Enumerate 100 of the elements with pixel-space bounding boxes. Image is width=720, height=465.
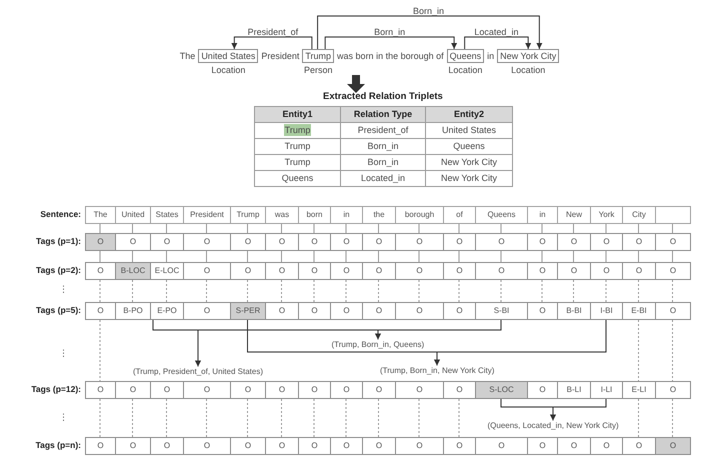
tag-cell: O	[557, 437, 591, 455]
tag-cell: O	[330, 262, 363, 280]
tag-cell: O	[183, 262, 231, 280]
relation-label: Born_in	[412, 6, 444, 16]
tag-cell: O	[557, 262, 591, 280]
entity-type-label: Location	[511, 65, 546, 76]
entity-type-label: Person	[304, 65, 332, 76]
connector-line	[672, 398, 673, 438]
connector-line	[638, 320, 639, 382]
connector-line	[247, 398, 248, 438]
arrow	[317, 16, 542, 50]
connector-line	[672, 224, 673, 234]
triplet-text: (Queens, Located_in, New York City)	[488, 420, 619, 430]
connector-line	[638, 398, 639, 438]
connector-line	[206, 250, 207, 262]
arrow	[231, 36, 312, 50]
tag-cell: O	[443, 381, 476, 399]
tag-cell: O	[230, 262, 266, 280]
tag-cell: O	[298, 233, 331, 251]
sentence-text: in	[487, 50, 494, 62]
tag-cell: O	[85, 437, 116, 455]
tag-cell: O	[298, 262, 331, 280]
tag-cell: O	[183, 302, 231, 320]
connector-line	[247, 280, 248, 302]
entity-type-label: Location	[448, 65, 482, 76]
table-cell: Trump	[254, 154, 340, 170]
table-cell: Queens	[426, 138, 512, 154]
row-label: Sentence:	[40, 210, 81, 220]
tag-cell: O	[655, 233, 691, 251]
word-cell: born	[298, 206, 331, 224]
tag-cell: O	[475, 233, 528, 251]
tag-cell: O	[85, 262, 116, 280]
column-header: Entity1	[254, 106, 340, 122]
connector-line	[573, 280, 574, 302]
tag-cell: O	[622, 262, 656, 280]
tag-cell: O	[330, 302, 363, 320]
tag-cell: O	[150, 437, 184, 455]
tag-cell: O	[622, 437, 656, 455]
word-cell: President	[183, 206, 231, 224]
connector-line	[378, 250, 379, 262]
tag-cell: B-LI	[557, 381, 591, 399]
connector-line	[638, 224, 639, 234]
table-cell: Trump	[254, 138, 340, 154]
tag-cell: B-PO	[115, 302, 151, 320]
tag-cell: O	[443, 233, 476, 251]
word-cell: The	[85, 206, 116, 224]
tag-cell: O	[265, 437, 299, 455]
tag-cell: O	[85, 302, 116, 320]
tag-cell: I-BI	[590, 302, 623, 320]
entity-box: Trump	[302, 49, 334, 64]
entity-box: Queens	[446, 49, 484, 64]
tag-cell: O	[265, 302, 299, 320]
word-cell: in	[527, 206, 558, 224]
tag-cell: O	[527, 437, 558, 455]
connector-line	[500, 224, 502, 234]
tag-cell: E-LI	[622, 381, 656, 399]
word-cell: was	[265, 206, 299, 224]
tag-cell: O	[557, 233, 591, 251]
column-header: Relation Type	[340, 106, 426, 122]
tag-cell: O	[150, 233, 184, 251]
table-cell: Queens	[254, 170, 340, 186]
connector-line	[378, 224, 379, 234]
tag-cell: O	[443, 437, 476, 455]
tag-cell: O	[362, 381, 396, 399]
triplet-text: (Trump, President_of, United States)	[133, 366, 263, 376]
word-cell: York	[590, 206, 623, 224]
connector-line	[206, 224, 207, 234]
connector-line	[281, 250, 282, 262]
tag-cell: O	[527, 233, 558, 251]
connector-line	[378, 280, 379, 302]
tag-cell: O	[395, 233, 444, 251]
sentence-text: was born in the borough of	[337, 50, 444, 62]
triplet-text: (Trump, Born_in, New York City)	[380, 366, 494, 375]
tag-cell: O	[330, 381, 363, 399]
tag-cell: O	[330, 437, 363, 455]
tag-cell: O	[230, 381, 266, 399]
tag-cell: O	[362, 262, 396, 280]
tag-cell: O	[85, 381, 116, 399]
word-cell: borough	[395, 206, 444, 224]
connector-line	[672, 320, 673, 382]
vertical-ellipsis: ⋮	[59, 413, 68, 424]
connector-line	[458, 224, 460, 234]
connector-line	[500, 280, 502, 302]
tag-cell: O	[298, 437, 331, 455]
tag-cell: O	[115, 233, 151, 251]
tag-cell: I-LI	[590, 381, 623, 399]
tag-cell: O	[443, 262, 476, 280]
tag-cell: E-BI	[622, 302, 656, 320]
word-cell: States	[150, 206, 184, 224]
tag-cell: O	[590, 233, 623, 251]
connector-line	[573, 250, 574, 262]
tag-cell: O	[298, 381, 331, 399]
connector-line	[132, 398, 133, 438]
connector-line	[132, 224, 133, 234]
arrow	[434, 320, 606, 366]
connector-line	[132, 280, 133, 302]
tag-cell: E-LOC	[150, 262, 184, 280]
table-cell: Located_in	[340, 170, 426, 186]
triplet-text: (Trump, Born_in, Queens)	[332, 340, 424, 349]
entity-box: United States	[198, 49, 258, 64]
